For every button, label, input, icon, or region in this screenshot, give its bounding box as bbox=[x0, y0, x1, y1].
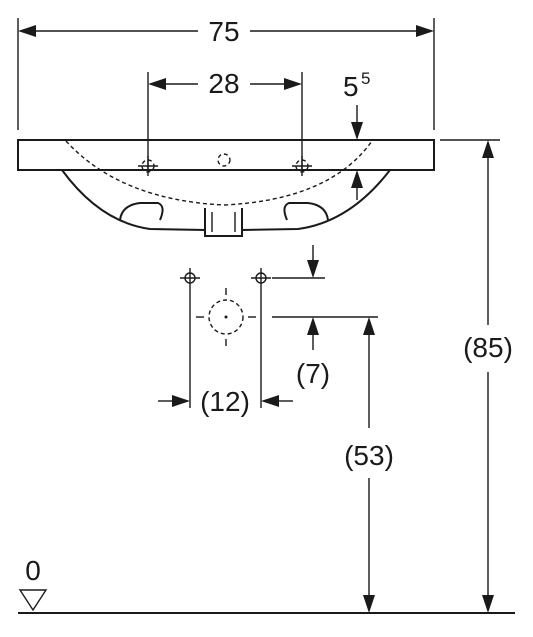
drain-height-dimension: (53) bbox=[344, 317, 394, 613]
fixing-spacing-label: (12) bbox=[200, 386, 250, 417]
rim-thickness-dimension: 5 5 bbox=[343, 69, 370, 200]
overall-width-label: 75 bbox=[208, 16, 239, 47]
overall-width-dimension: 75 bbox=[17, 16, 435, 130]
overall-height-label: (85) bbox=[463, 332, 513, 363]
overall-height-dimension: (85) bbox=[463, 140, 513, 613]
washbasin-body bbox=[17, 139, 435, 237]
drain-offset-label: (7) bbox=[296, 358, 330, 389]
floor-level-label: 0 bbox=[25, 555, 41, 586]
rim-thickness-superscript: 5 bbox=[361, 69, 370, 88]
tap-hole-spacing-dimension: 28 bbox=[147, 68, 303, 172]
fixing-points bbox=[180, 268, 271, 408]
drain-centre bbox=[196, 288, 256, 346]
fixing-spacing-dimension: (12) bbox=[158, 386, 293, 417]
tap-hole-spacing-label: 28 bbox=[208, 68, 239, 99]
rim-thickness-label: 5 bbox=[343, 71, 359, 102]
drain-height-label: (53) bbox=[344, 440, 394, 471]
drain-offset-dimension: (7) bbox=[272, 245, 378, 389]
level-marker-icon bbox=[18, 589, 48, 612]
floor-level: 0 bbox=[18, 555, 515, 614]
